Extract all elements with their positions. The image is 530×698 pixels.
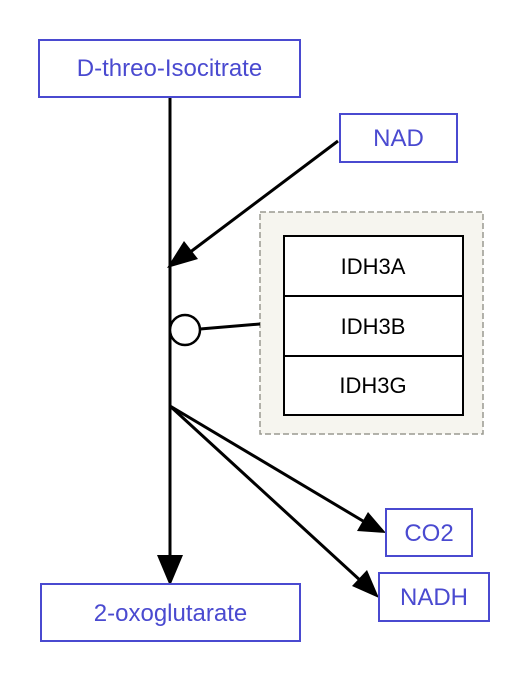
nad-input-arrowhead	[167, 241, 198, 268]
gene-label-idh3b: IDH3B	[341, 314, 406, 339]
gene-label-idh3g: IDH3G	[339, 373, 406, 398]
nadh-output-edge	[168, 404, 364, 584]
metabolite-node-oxoglutarate[interactable]: 2-oxoglutarate	[40, 583, 301, 642]
gene-node-idh3g[interactable]: IDH3G	[283, 355, 464, 416]
metabolite-box-nadh	[378, 572, 490, 622]
gene-box-idh3g	[283, 355, 464, 416]
metabolite-node-co2[interactable]: CO2	[385, 508, 473, 557]
metabolite-box-oxoglutarate	[40, 583, 301, 642]
nad-input-edge	[188, 139, 339, 255]
metabolite-box-isocitrate	[38, 39, 301, 98]
co2-output-arrowhead	[357, 512, 386, 533]
metabolite-node-isocitrate[interactable]: D-threo-Isocitrate	[38, 39, 301, 98]
nadh-output-arrowhead	[352, 570, 379, 598]
main-product-arrowhead	[157, 555, 183, 586]
metabolite-label-nad: NAD	[373, 125, 424, 152]
metabolite-box-nad	[339, 113, 458, 163]
metabolite-node-nadh[interactable]: NADH	[378, 572, 490, 622]
metabolite-box-co2	[385, 508, 473, 557]
enzyme-complex-group: IDH3A IDH3B IDH3G	[259, 211, 484, 435]
metabolite-label-oxoglutarate: 2-oxoglutarate	[94, 600, 247, 627]
co2-output-edge	[169, 404, 364, 523]
metabolite-label-isocitrate: D-threo-Isocitrate	[77, 55, 262, 82]
gene-label-idh3a: IDH3A	[341, 254, 406, 279]
metabolite-node-nad[interactable]: NAD	[339, 113, 458, 163]
catalysis-circle	[168, 313, 202, 347]
gene-node-idh3a[interactable]: IDH3A	[283, 235, 464, 297]
metabolite-label-co2: CO2	[404, 520, 453, 547]
gene-box-idh3a	[283, 235, 464, 297]
gene-node-idh3b[interactable]: IDH3B	[283, 295, 464, 357]
metabolite-label-nadh: NADH	[400, 584, 468, 611]
catalysis-edge	[199, 322, 261, 331]
